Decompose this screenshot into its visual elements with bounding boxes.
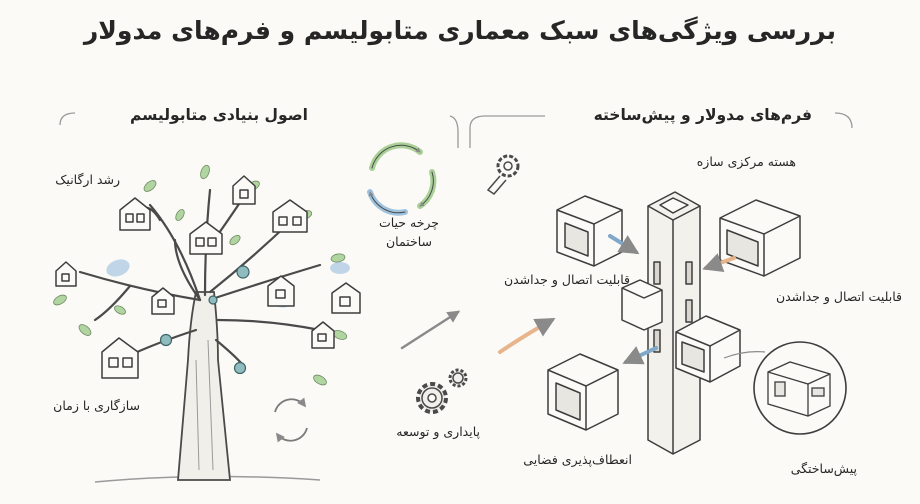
page-title: بررسی ویژگی‌های سبک معماری متابولیسم و ف… <box>83 16 837 45</box>
label-organic-growth: رشد ارگانیک <box>55 172 120 187</box>
label-sustainability: پایداری و توسعه <box>396 424 480 439</box>
small-cycle-icon <box>274 397 308 443</box>
label-connect-right: قابلیت اتصال و جداشدن <box>775 289 902 304</box>
heading-bracket-left <box>59 112 459 148</box>
label-adaptability: سازگاری با زمان <box>53 398 140 413</box>
right-section-heading: فرم‌های مدولار و پیش‌ساخته <box>593 106 812 124</box>
prefab-room-icon <box>723 341 847 435</box>
gear-icon <box>416 368 468 414</box>
label-prefabrication: پیش‌ساختگی <box>790 461 857 476</box>
label-life-cycle: چرخه حیات ساختمان <box>368 213 450 251</box>
label-connect-left: قابلیت اتصال و جداشدن <box>503 272 630 287</box>
label-structural-core: هسته مرکزی سازه <box>696 154 796 169</box>
label-spatial-flexibility: انعطاف‌پذیری فضایی <box>523 452 632 467</box>
heading-bracket-right <box>469 112 853 148</box>
connection-arrows <box>608 234 736 365</box>
label-life-cycle-line1: چرخه حیات <box>378 215 440 230</box>
gear-wrench-icon <box>486 154 520 195</box>
label-life-cycle-line2: ساختمان <box>386 234 432 249</box>
left-section-heading: اصول بنیادی متابولیسم <box>129 106 308 124</box>
flow-arrows <box>400 310 556 354</box>
metabolism-tree-icon <box>53 164 361 483</box>
cycle-arrows-icon <box>367 142 437 216</box>
